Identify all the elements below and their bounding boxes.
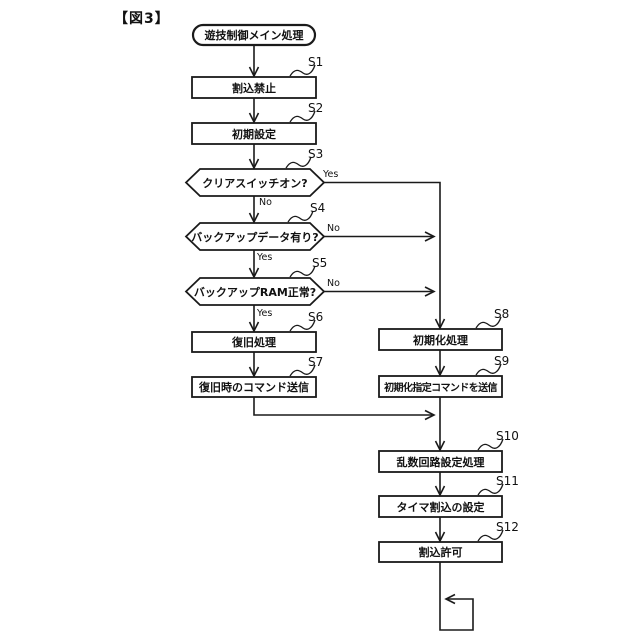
figure-label: 【図3】 [114,11,170,27]
step-label-s1: S1 [308,55,324,69]
node-s1-label: 割込禁止 [232,81,276,95]
arrowhead-into-s1 [248,66,260,78]
branch-s3-no: No [259,197,272,208]
leader-s7 [289,364,316,377]
leader-s6 [289,319,316,332]
branch-s5-yes: Yes [257,308,273,319]
node-s6-label: 復旧処理 [232,336,276,349]
arrowhead-into-s8 [434,318,446,330]
step-label-s6: S6 [308,310,324,324]
connector-s12-loop [439,562,474,631]
arrowheads [248,66,456,605]
arrowhead-s4-no-join [424,231,436,242]
connector-s3-yes-to-s8 [324,181,441,328]
step-label-s12: S12 [496,520,519,534]
leader-s8 [475,316,502,329]
node-s12-label: 割込許可 [418,546,463,559]
arrowhead-into-s6 [248,321,260,333]
connector-s7-join [253,397,434,416]
leader-s1 [289,64,316,77]
step-label-s4: S4 [310,201,326,215]
arrowhead-s5-no-join [424,286,436,297]
step-label-s9: S9 [494,354,510,368]
arrowhead-into-s9 [434,365,446,377]
step-label-s10: S10 [496,429,519,443]
start-node-label: 遊技制御メイン処理 [204,29,304,42]
arrowhead-into-s12 [434,531,446,543]
arrowhead-into-s10 [434,440,446,452]
node-s10-label: 乱数回路設定処理 [396,455,485,469]
step-label-s7: S7 [308,355,324,369]
leader-s2 [289,110,316,123]
node-s5-label: バックアップRAM正常? [193,285,317,299]
branch-s4-no: No [327,223,340,234]
branch-s5-no: No [327,278,340,289]
leader-s11 [477,483,504,496]
arrowhead-into-s11 [434,485,446,497]
node-s9-label: 初期化指定コマンドを送信 [384,383,497,394]
node-s8-label: 初期化処理 [413,333,468,347]
leader-s9 [475,363,502,376]
leader-s4 [287,210,314,223]
leader-s10 [477,438,504,451]
node-s7-label: 復旧時のコマンド送信 [199,381,309,394]
step-label-s3: S3 [308,147,324,161]
node-s4-label: バックアップデータ有り? [191,230,319,244]
step-label-leaders [285,64,504,542]
step-label-s11: S11 [496,474,519,488]
arrowhead-loop-return [444,593,456,605]
branch-s4-yes: Yes [257,252,273,263]
node-s2-label: 初期設定 [232,127,276,141]
arrowhead-into-s3 [248,158,260,170]
leader-s12 [477,529,504,542]
branch-s3-yes: Yes [323,169,339,180]
arrowhead-into-s4 [248,212,260,224]
step-label-s8: S8 [494,307,510,321]
step-label-s2: S2 [308,101,324,115]
arrowhead-into-s7 [248,366,260,378]
node-s3-label: クリアスイッチオン? [202,176,308,190]
connectors [253,45,474,631]
arrowhead-s7-join [424,409,436,421]
leader-s5 [289,265,316,278]
leader-s3 [285,156,312,169]
step-label-s5: S5 [312,256,328,270]
arrowhead-into-s2 [248,112,260,124]
node-s11-label: タイマ割込の設定 [396,500,485,514]
arrowhead-into-s5 [248,267,260,279]
